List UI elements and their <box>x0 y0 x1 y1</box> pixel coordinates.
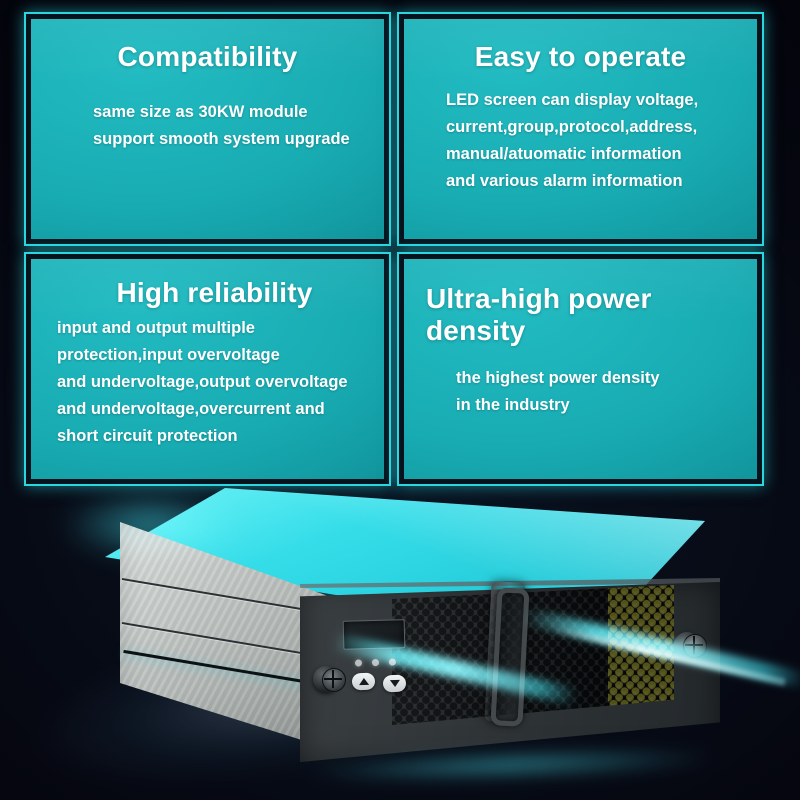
feature-panel-compatibility[interactable]: Compatibility same size as 30KW module s… <box>24 12 391 246</box>
panel-content: Easy to operate LED screen can display v… <box>404 19 757 239</box>
panel-title: Easy to operate <box>474 41 687 72</box>
right-screw-slot-icon <box>693 636 695 654</box>
honeycomb-ventilation-grille <box>392 585 674 725</box>
panel-content: High reliability input and output multip… <box>31 259 384 479</box>
up-arrow-button[interactable] <box>351 672 376 691</box>
chevron-up-icon <box>358 677 369 686</box>
chevron-down-icon <box>389 679 400 688</box>
panel-body-line: and various alarm information <box>446 172 683 191</box>
down-arrow-button[interactable] <box>382 674 407 693</box>
side-edge-glow <box>60 490 240 560</box>
panel-body-line: short circuit protection <box>57 427 238 446</box>
feature-panel-ultra-high-power-density[interactable]: Ultra-high power density the highest pow… <box>397 252 764 486</box>
panel-body: same size as 30KW module support smooth … <box>47 99 368 153</box>
feature-panel-grid: Compatibility same size as 30KW module s… <box>24 12 764 486</box>
panel-content: Compatibility same size as 30KW module s… <box>31 19 384 239</box>
panel-body-line: support smooth system upgrade <box>93 130 350 149</box>
left-thumbscrew-head[interactable] <box>322 668 346 692</box>
feature-panel-easy-to-operate[interactable]: Easy to operate LED screen can display v… <box>397 12 764 246</box>
panel-body-line: in the industry <box>456 396 570 415</box>
feature-panel-high-reliability[interactable]: High reliability input and output multip… <box>24 252 391 486</box>
panel-body-line: manual/atuomatic information <box>446 145 682 164</box>
panel-body-line: the highest power density <box>456 369 660 388</box>
left-screw-slot-icon <box>332 670 334 688</box>
panel-body: input and output multiple protection,inp… <box>47 315 368 450</box>
status-led-icon <box>354 659 363 667</box>
panel-body-line: current,group,protocol,address, <box>446 118 698 137</box>
panel-body-line: protection,input overvoltage <box>57 346 280 365</box>
panel-body: LED screen can display voltage, current,… <box>420 87 741 195</box>
panel-title: Compatibility <box>117 41 298 72</box>
panel-content: Ultra-high power density the highest pow… <box>404 259 757 479</box>
panel-body-line: same size as 30KW module <box>93 103 308 122</box>
panel-title: Ultra-high power density <box>426 283 652 347</box>
panel-body-line: and undervoltage,overcurrent and <box>57 400 325 419</box>
panel-body-line: and undervoltage,output overvoltage <box>57 373 348 392</box>
panel-body-line: input and output multiple <box>57 319 255 338</box>
panel-body: the highest power density in the industr… <box>420 365 741 419</box>
panel-body-line: LED screen can display voltage, <box>446 91 699 110</box>
panel-title: High reliability <box>116 277 313 308</box>
